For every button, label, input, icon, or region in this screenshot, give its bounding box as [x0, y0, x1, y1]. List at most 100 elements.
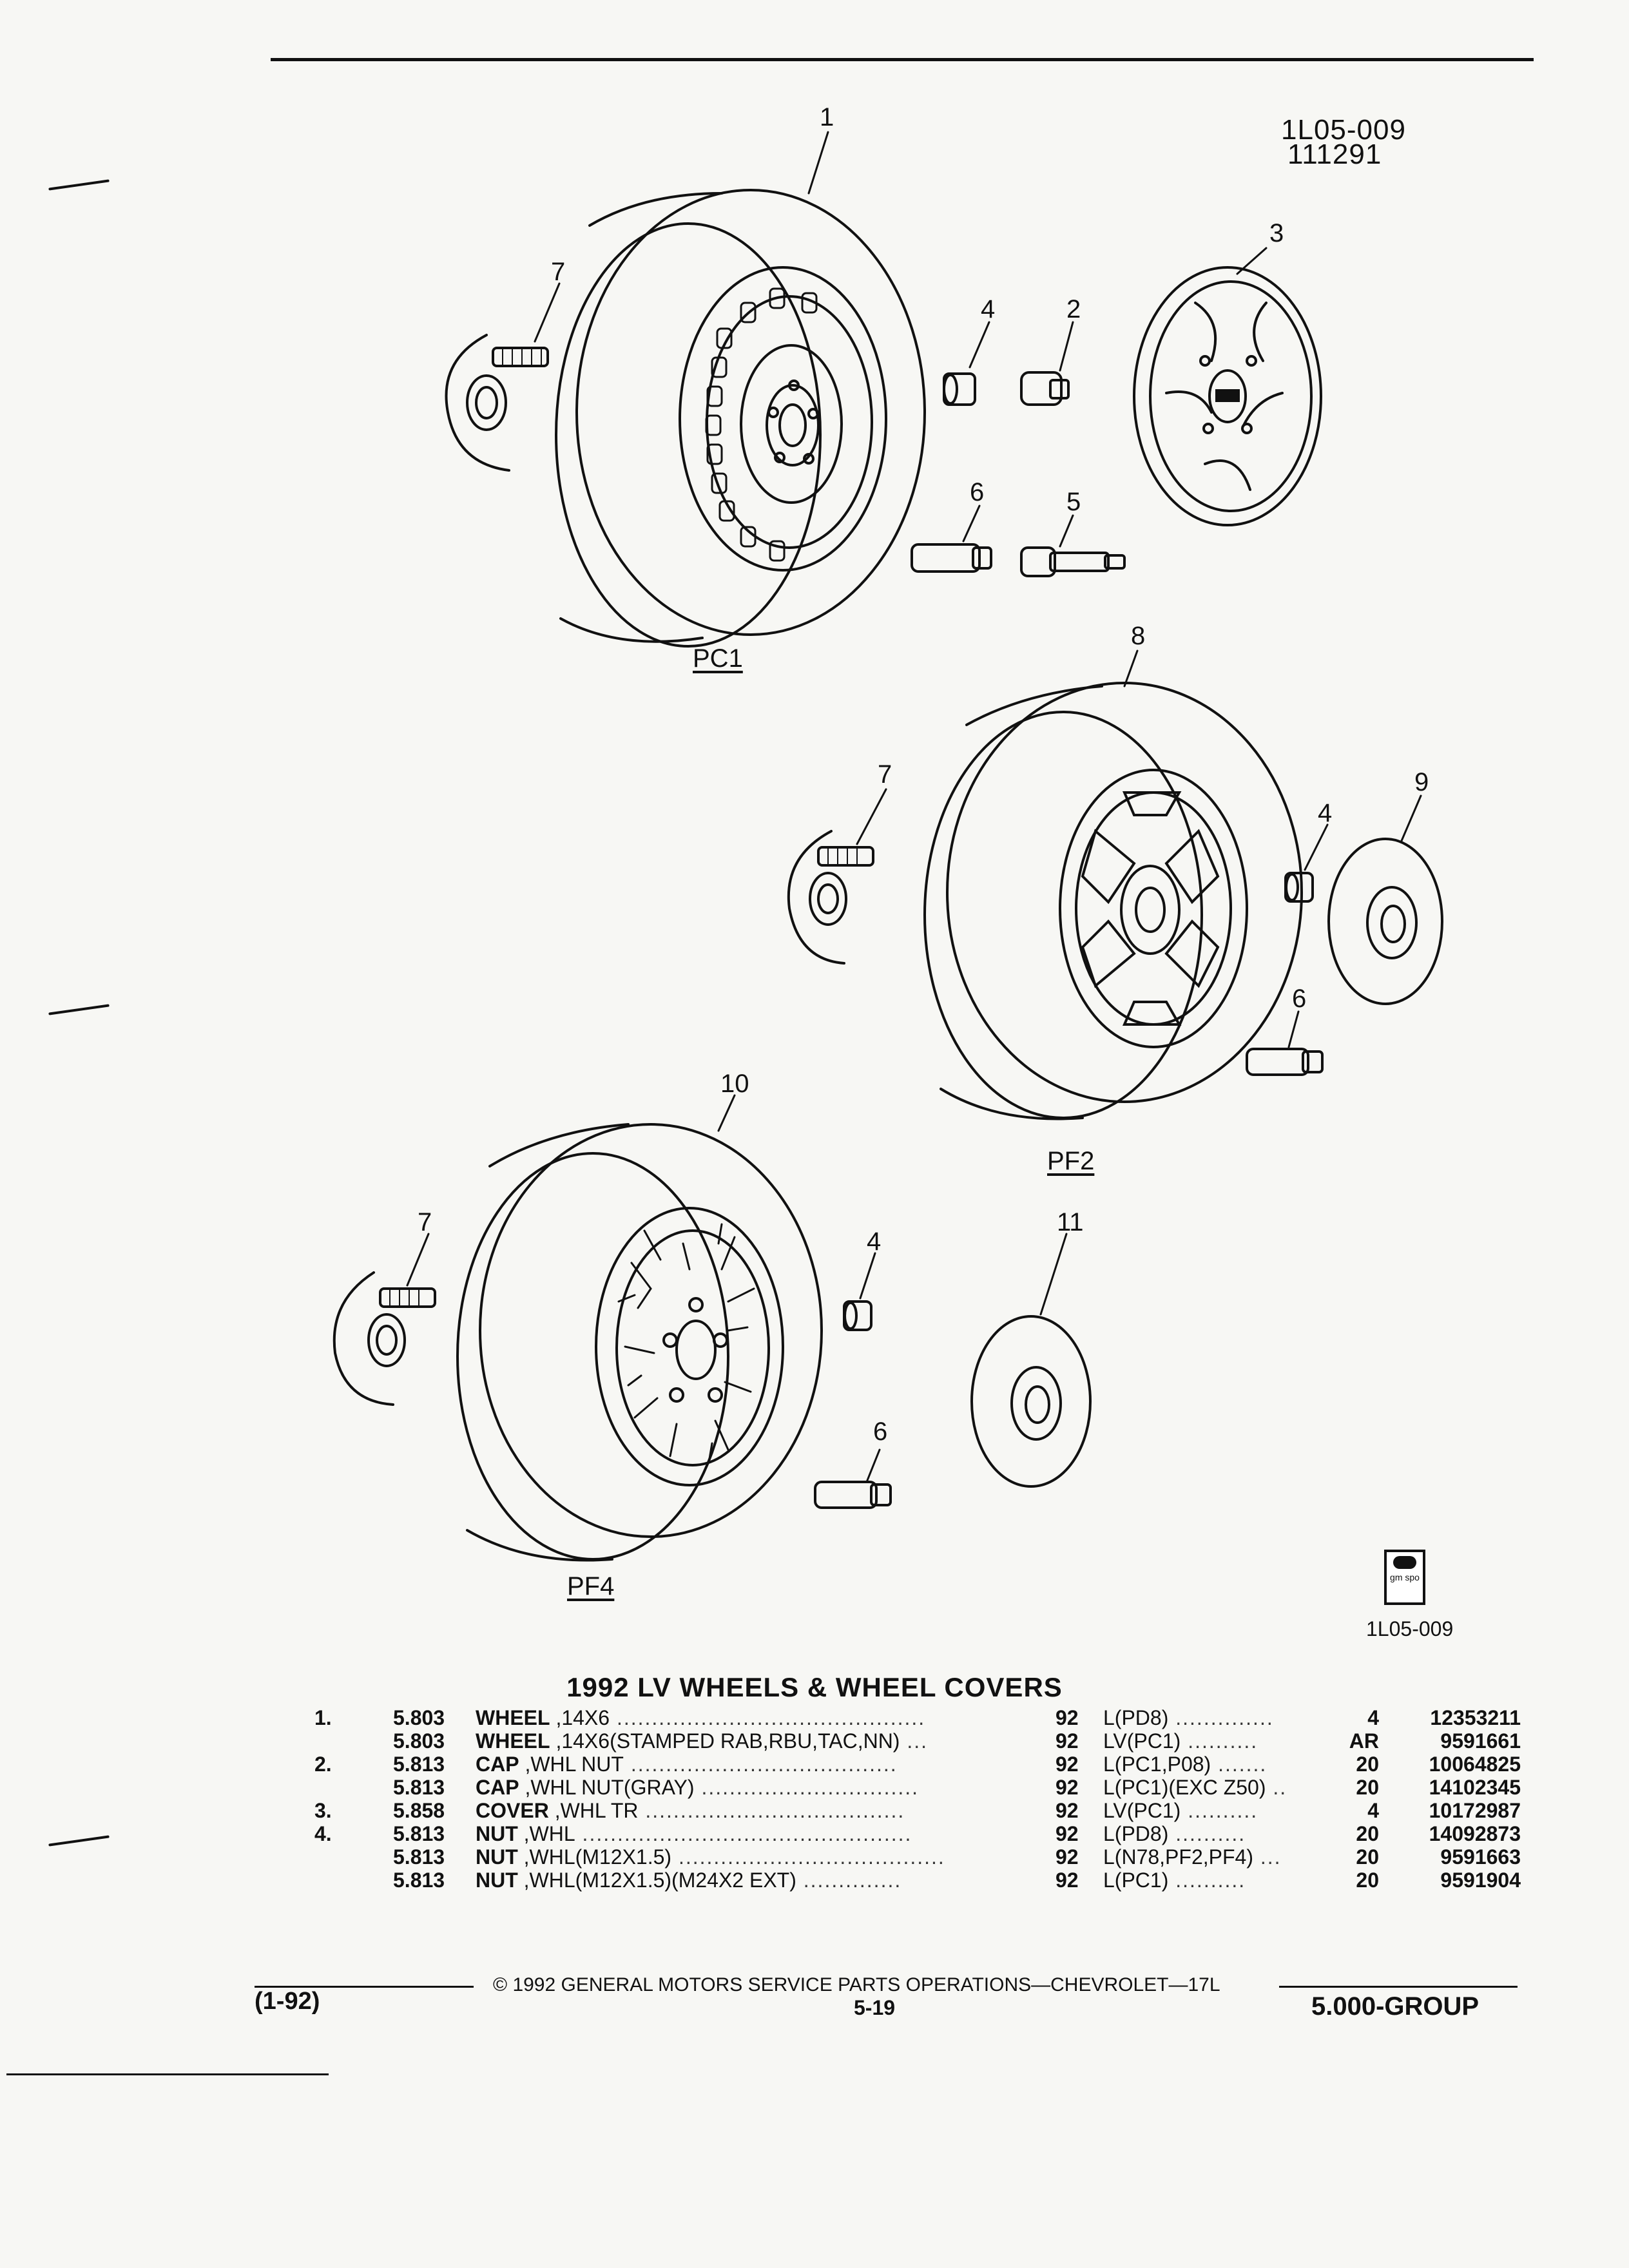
- group-number: 5.813: [393, 1753, 445, 1776]
- dot-leader: ..........: [1168, 1822, 1246, 1845]
- pf4-tire-and-wheel: [456, 1123, 823, 1562]
- quantity: 20: [1356, 1822, 1379, 1845]
- usage-text: L(PC1,P08): [1103, 1753, 1211, 1776]
- model-year: 92: [1055, 1729, 1079, 1753]
- subtitle-pc1: PC1: [693, 644, 743, 673]
- subtitle-pf4: PF4: [567, 1572, 615, 1600]
- dot-leader: ........................................…: [610, 1706, 926, 1729]
- group-number: 5.813: [393, 1869, 445, 1892]
- part-description: NUT ,WHL(M12X1.5)(M24X2 EXT) ...........…: [476, 1869, 1055, 1892]
- pf2-stud: [787, 830, 874, 965]
- callout-10: 10: [720, 1070, 749, 1098]
- dot-leader: ...: [1253, 1845, 1282, 1869]
- group-number: 5.813: [393, 1845, 445, 1869]
- callout-6: 6: [970, 478, 985, 506]
- part-description: WHEEL ,14X6 ............................…: [476, 1706, 1055, 1730]
- part-name: NUT: [476, 1822, 518, 1845]
- item-number: 3.: [314, 1799, 332, 1822]
- logo-bar-icon: [1393, 1556, 1416, 1569]
- group-label: 5.000-GROUP: [1311, 1992, 1480, 2021]
- table-row: 5.813 NUT ,WHL(M12X1.5)(M24X2 EXT) .....…: [0, 1869, 1629, 1892]
- part-number: 10172987: [1429, 1799, 1521, 1822]
- part-description: CAP ,WHL NUT(GRAY) .....................…: [476, 1776, 1055, 1800]
- parts-title: 1992 LV WHEELS & WHEEL COVERS: [566, 1672, 1063, 1702]
- part-name: CAP: [476, 1753, 519, 1776]
- pc1-wheel-slots-group: [705, 287, 818, 562]
- figure-code: 1L05-009: [1366, 1617, 1454, 1640]
- part-name: WHEEL: [476, 1706, 550, 1729]
- pf2-center-cap: [1327, 838, 1443, 1005]
- pf4-extension-nut: [814, 1481, 892, 1509]
- gm-spo-logo: gm spo: [1384, 1550, 1425, 1605]
- model-year: 92: [1055, 1776, 1079, 1799]
- group-number: 5.813: [393, 1822, 445, 1845]
- pf4-center-cap: [970, 1315, 1092, 1488]
- callout-11: 11: [1057, 1208, 1084, 1236]
- group-number: 5.813: [393, 1776, 445, 1799]
- callout-5: 5: [1066, 488, 1081, 516]
- illustration-date: 111291: [1287, 139, 1382, 170]
- table-row: 5.813 CAP ,WHL NUT(GRAY) ...............…: [0, 1776, 1629, 1799]
- part-number: 9591661: [1440, 1729, 1521, 1753]
- usage-code: L(PD8) ..............: [1103, 1706, 1322, 1730]
- callout-9: 9: [1414, 768, 1429, 796]
- quantity: AR: [1349, 1729, 1379, 1753]
- quantity: 4: [1367, 1799, 1379, 1822]
- quantity: 20: [1356, 1776, 1379, 1799]
- part-name: CAP: [476, 1776, 519, 1799]
- part-number: 14092873: [1429, 1822, 1521, 1845]
- part-description: COVER ,WHL TR ..........................…: [476, 1799, 1055, 1823]
- subtitle-pf2: PF2: [1047, 1147, 1095, 1175]
- dot-leader: .....................................: [638, 1799, 905, 1822]
- top-rule: [271, 58, 1534, 61]
- pc1-wheel-cover: [1133, 266, 1322, 526]
- dot-leader: ..........: [1181, 1799, 1258, 1822]
- callout-7: 7: [418, 1208, 432, 1236]
- dot-leader: ......................................: [623, 1753, 898, 1776]
- usage-code: LV(PC1) ..........: [1103, 1799, 1322, 1823]
- revision-date: (1-92): [255, 1988, 320, 2015]
- callout-6: 6: [873, 1418, 888, 1446]
- pc1-tire-and-wheel: [555, 189, 926, 648]
- part-detail: ,WHL(M12X1.5): [517, 1845, 672, 1869]
- dot-leader: .......: [1211, 1753, 1268, 1776]
- callout-4: 4: [867, 1227, 882, 1256]
- page-number: 5-19: [854, 1996, 896, 2019]
- logo-text: gm spo: [1390, 1572, 1420, 1582]
- item-number: 2.: [314, 1753, 332, 1776]
- part-number: 9591904: [1440, 1869, 1521, 1892]
- part-number: 14102345: [1429, 1776, 1521, 1799]
- footer-rule-left: [255, 1986, 474, 1988]
- callout-6: 6: [1292, 985, 1307, 1013]
- pc1-lug-nut: [943, 372, 976, 406]
- model-year: 92: [1055, 1822, 1079, 1845]
- usage-text: L(PD8): [1103, 1706, 1169, 1729]
- pc1-valve-stem: [1020, 546, 1126, 577]
- item-number: 4.: [314, 1822, 332, 1845]
- callout-3: 3: [1269, 219, 1284, 247]
- part-detail: ,WHL NUT: [519, 1753, 624, 1776]
- part-detail: ,WHL TR: [548, 1799, 639, 1822]
- table-row: 5.803 WHEEL ,14X6(STAMPED RAB,RBU,TAC,NN…: [0, 1729, 1629, 1753]
- usage-code: L(PD8) ..........: [1103, 1822, 1322, 1846]
- part-name: NUT: [476, 1869, 518, 1892]
- usage-text: LV(PC1): [1103, 1799, 1181, 1822]
- pf2-tire-and-wheel: [923, 682, 1303, 1120]
- table-row: 3. 5.858 COVER ,WHL TR .................…: [0, 1799, 1629, 1822]
- pf2-extension-nut: [1246, 1048, 1324, 1076]
- usage-code: L(PC1)(EXC Z50) ..: [1103, 1776, 1322, 1800]
- callout-4: 4: [981, 295, 996, 323]
- usage-text: L(PD8): [1103, 1822, 1169, 1845]
- quantity: 20: [1356, 1869, 1379, 1892]
- model-year: 92: [1055, 1845, 1079, 1869]
- callout-7: 7: [551, 258, 566, 286]
- dot-leader: ......................................: [671, 1845, 945, 1869]
- illustration-code: 1L05-009: [1281, 114, 1406, 146]
- model-year: 92: [1055, 1753, 1079, 1776]
- usage-text: L(PC1): [1103, 1869, 1169, 1892]
- part-detail: ,WHL: [517, 1822, 575, 1845]
- callout-4: 4: [1318, 799, 1333, 827]
- quantity: 20: [1356, 1753, 1379, 1776]
- usage-code: L(PC1) ..........: [1103, 1869, 1322, 1892]
